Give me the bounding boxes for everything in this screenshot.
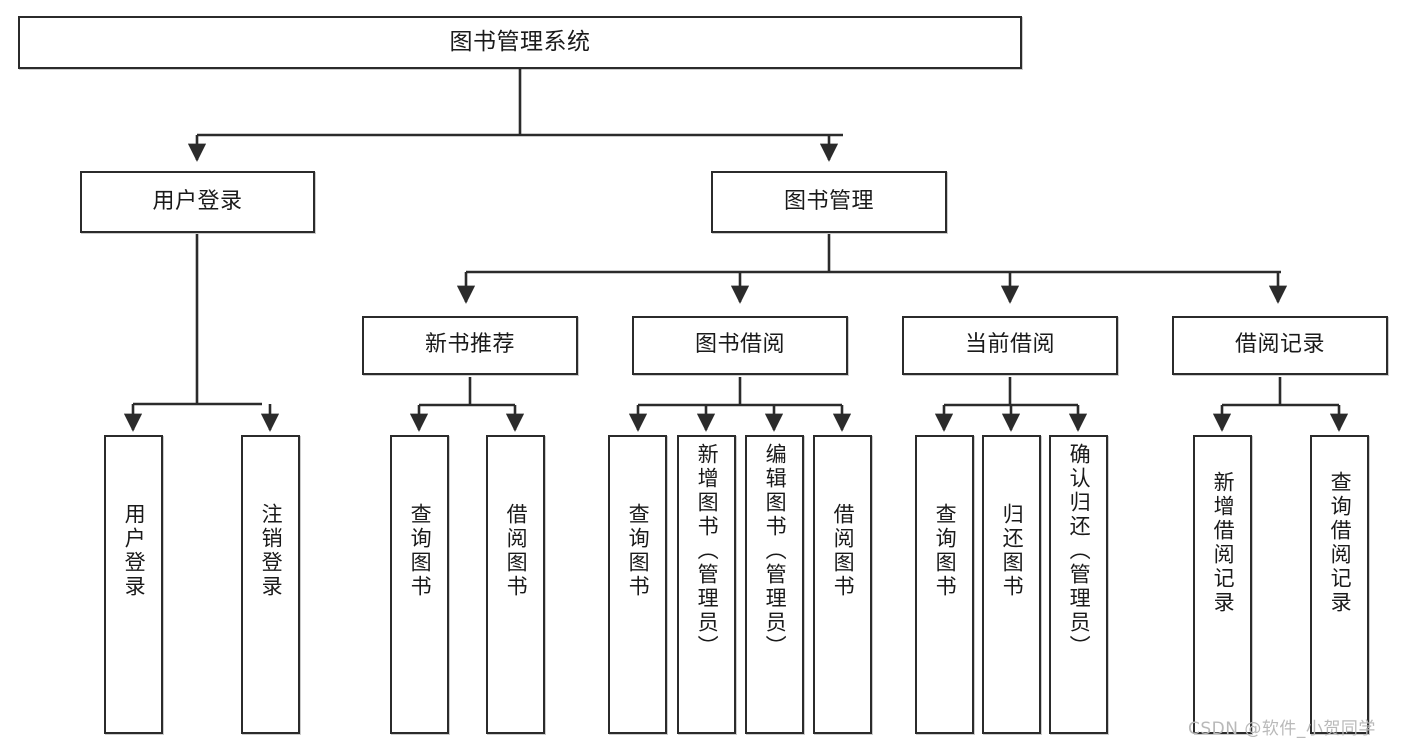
node-leaf-query-book-current[interactable]: 查询图书	[915, 435, 974, 734]
node-label: 图书管理系统	[449, 28, 591, 55]
node-leaf-borrow-book-recommend[interactable]: 借阅图书	[486, 435, 545, 734]
node-leaf-return-book[interactable]: 归还图书	[982, 435, 1041, 734]
node-current-borrow[interactable]: 当前借阅	[902, 316, 1118, 375]
node-book-management[interactable]: 图书管理	[711, 171, 947, 233]
node-label: 借阅图书	[831, 503, 856, 599]
node-label: 图书借阅	[694, 332, 785, 358]
node-label: 查询借阅记录	[1328, 471, 1353, 615]
node-label: 注销登录	[259, 503, 284, 599]
node-label: 当前借阅	[964, 332, 1055, 358]
watermark-text: CSDN @软件_小贺同学	[1188, 719, 1376, 739]
node-leaf-add-borrow-record[interactable]: 新增借阅记录	[1193, 435, 1252, 734]
node-leaf-confirm-return-admin[interactable]: 确认归还（管理员）	[1049, 435, 1108, 734]
node-label: 借阅记录	[1234, 332, 1325, 358]
node-label: 图书管理	[783, 188, 874, 214]
node-label: 借阅图书	[504, 503, 529, 599]
node-leaf-edit-book-admin[interactable]: 编辑图书（管理员）	[745, 435, 804, 734]
node-leaf-query-borrow-record[interactable]: 查询借阅记录	[1310, 435, 1369, 734]
node-label: 新增借阅记录	[1211, 471, 1236, 615]
node-label: 查询图书	[408, 503, 433, 599]
node-label: 查询图书	[626, 503, 651, 599]
node-label: 确认归还（管理员）	[1067, 443, 1092, 659]
node-leaf-logout-login[interactable]: 注销登录	[241, 435, 300, 734]
node-label: 用户登录	[122, 503, 147, 599]
node-label: 归还图书	[1000, 503, 1025, 599]
node-label: 新书推荐	[424, 332, 515, 358]
node-borrow-record[interactable]: 借阅记录	[1172, 316, 1388, 375]
node-leaf-query-book-borrow[interactable]: 查询图书	[608, 435, 667, 734]
node-leaf-borrow-book[interactable]: 借阅图书	[813, 435, 872, 734]
node-book-borrow[interactable]: 图书借阅	[632, 316, 848, 375]
node-label: 编辑图书（管理员）	[763, 443, 788, 659]
node-label: 查询图书	[933, 503, 958, 599]
node-leaf-user-login[interactable]: 用户登录	[104, 435, 163, 734]
node-leaf-add-book-admin[interactable]: 新增图书（管理员）	[677, 435, 736, 734]
node-label: 新增图书（管理员）	[695, 443, 720, 659]
node-new-book-recommend[interactable]: 新书推荐	[362, 316, 578, 375]
node-label: 用户登录	[152, 188, 243, 214]
node-root-system[interactable]: 图书管理系统	[18, 16, 1022, 69]
node-leaf-query-book-recommend[interactable]: 查询图书	[390, 435, 449, 734]
node-user-login[interactable]: 用户登录	[80, 171, 315, 233]
